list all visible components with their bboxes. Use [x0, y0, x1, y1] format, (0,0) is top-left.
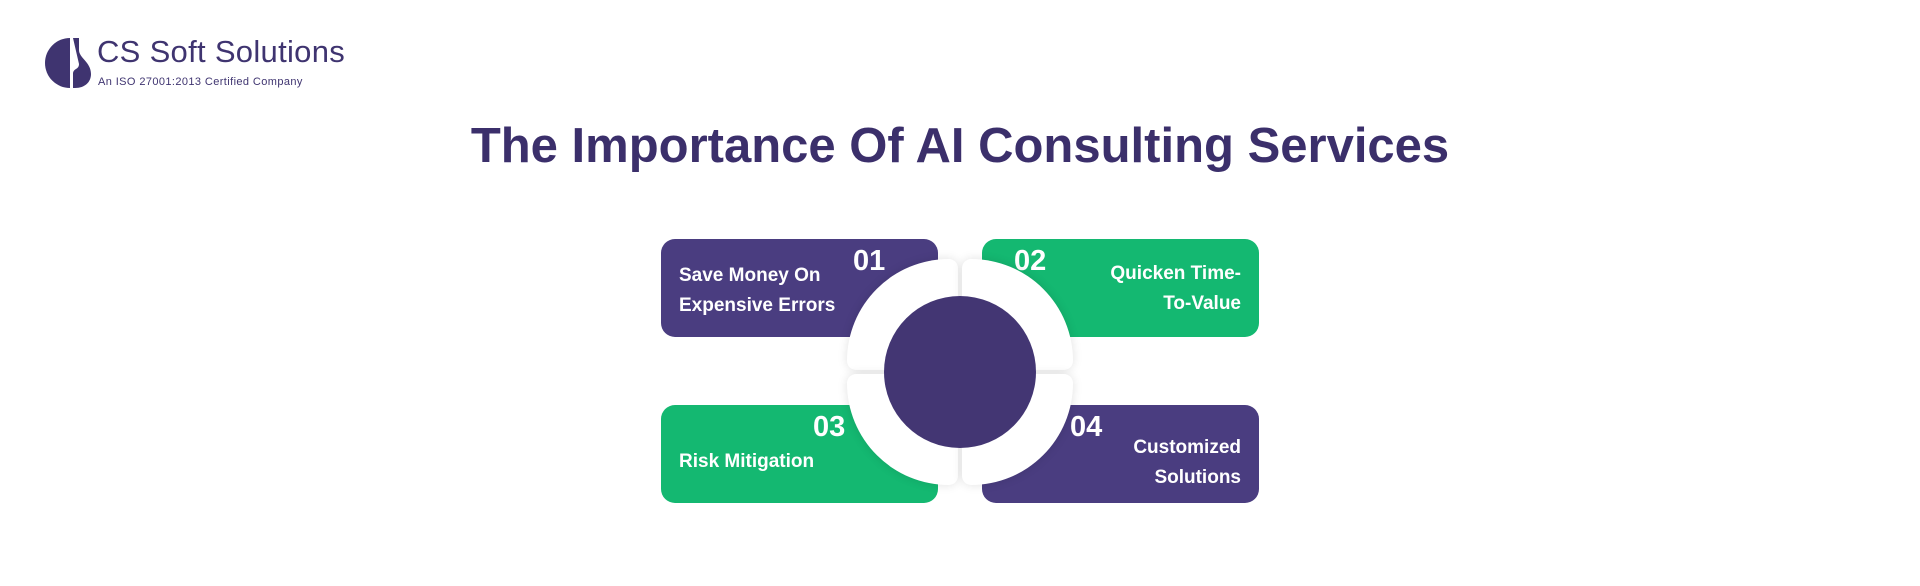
item-label: Risk Mitigation	[679, 451, 815, 472]
logo-tagline: An ISO 27001:2013 Certified Company	[98, 76, 303, 88]
item-number: 04	[1070, 411, 1103, 443]
page-title: The Importance Of AI Consulting Services	[470, 119, 1450, 173]
item-number: 01	[853, 245, 886, 277]
center-circle	[884, 296, 1036, 448]
logo-icon	[45, 38, 91, 88]
item-label: Quicken Time-To-Value	[1110, 263, 1241, 314]
logo-name: CS Soft Solutions	[97, 34, 346, 69]
item-number: 03	[813, 411, 846, 443]
